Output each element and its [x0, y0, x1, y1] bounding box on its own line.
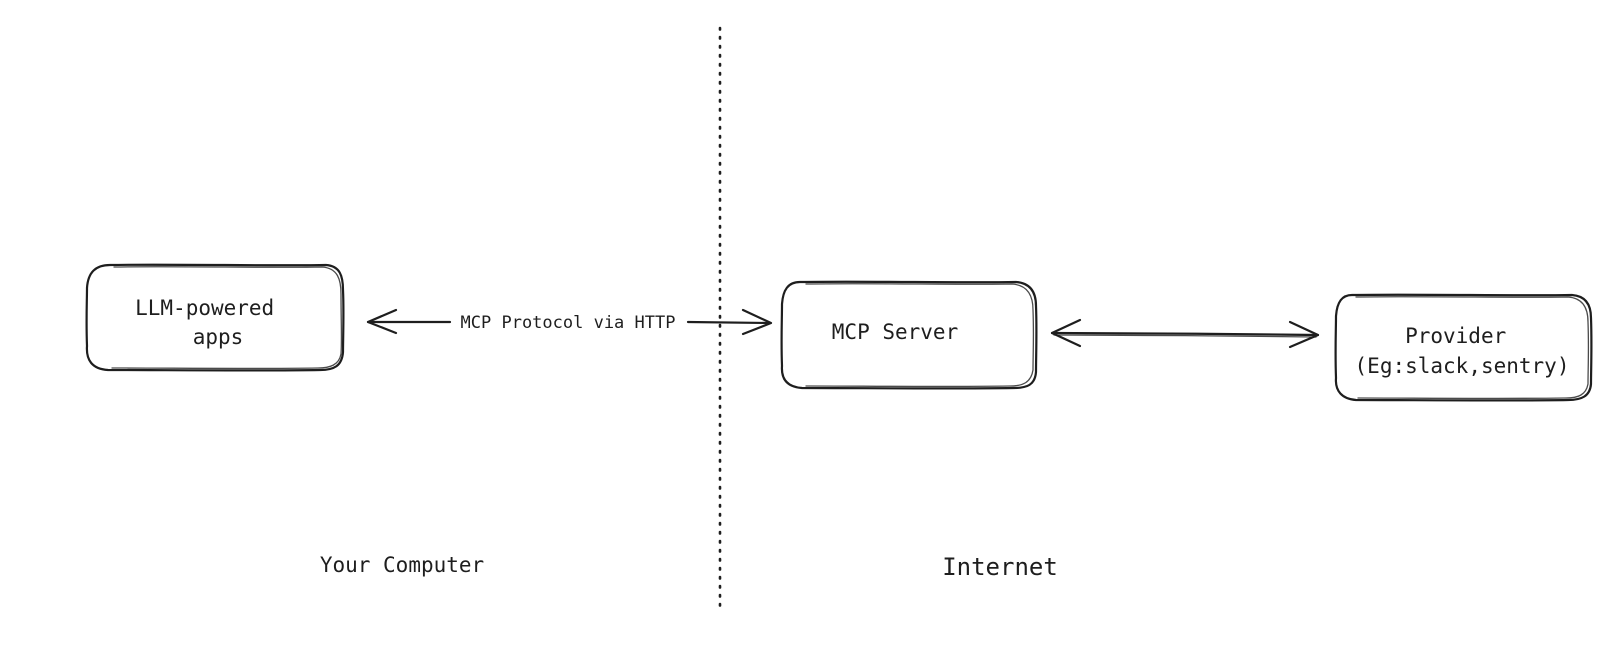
edge-llm-to-server-arrowhead-right	[741, 308, 773, 336]
node-llm-powered-apps: LLM-powered apps	[85, 263, 345, 372]
node-llm-label-line-2: apps	[193, 325, 244, 349]
node-llm-box-outline	[85, 263, 345, 372]
edge-llm-to-server-line-right	[686, 320, 772, 325]
node-provider-label: Provider (Eg:slack,sentry)	[1355, 324, 1570, 378]
edge-server-to-provider-line-sketch	[1053, 334, 1317, 338]
node-provider-label-line-2: (Eg:slack,sentry)	[1355, 354, 1570, 378]
edge-server-to-provider	[1050, 318, 1320, 349]
edge-server-to-provider-line	[1050, 331, 1320, 337]
edge-server-to-provider-arrowhead-left	[1050, 318, 1082, 348]
node-provider-label-line-1: Provider	[1405, 324, 1506, 348]
zone-label-internet: Internet	[942, 553, 1058, 581]
node-provider-box-outline	[1334, 293, 1593, 402]
node-mcp-server-label-line-1: MCP Server	[832, 320, 958, 344]
node-mcp-server: MCP Server	[780, 280, 1038, 390]
node-provider-box-sketch	[1355, 296, 1590, 400]
edge-llm-to-server: MCP Protocol via HTTP	[366, 308, 773, 336]
edge-server-to-provider-arrowhead-right	[1288, 320, 1320, 349]
node-provider: Provider (Eg:slack,sentry)	[1334, 293, 1593, 402]
edge-llm-to-server-arrowhead-left	[366, 308, 398, 335]
edge-llm-to-server-label: MCP Protocol via HTTP	[461, 313, 676, 333]
node-llm-label-line-1: LLM-powered	[135, 296, 274, 320]
node-llm-label: LLM-powered apps	[135, 296, 287, 349]
node-mcp-server-box-outline	[780, 280, 1038, 390]
node-mcp-server-box-sketch	[805, 283, 1035, 388]
zone-label-your-computer: Your Computer	[320, 553, 484, 577]
node-llm-box-sketch	[111, 266, 343, 370]
node-mcp-server-label: MCP Server	[832, 320, 958, 344]
